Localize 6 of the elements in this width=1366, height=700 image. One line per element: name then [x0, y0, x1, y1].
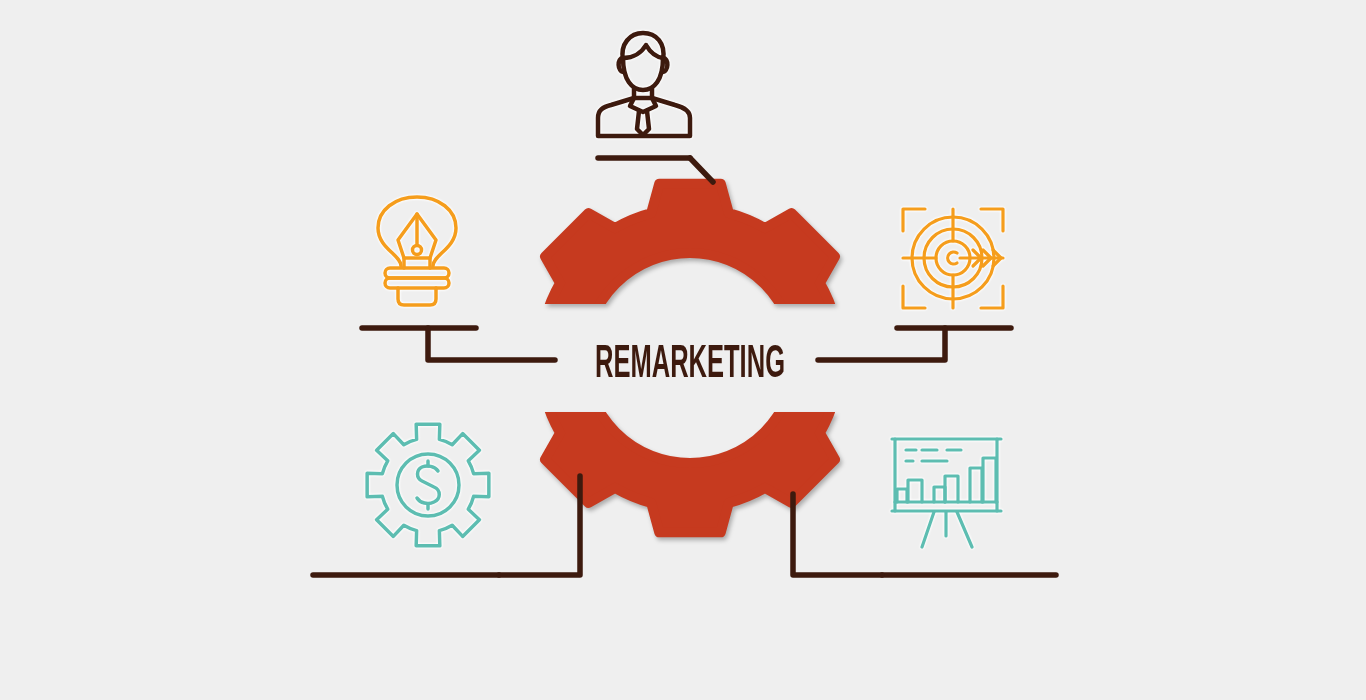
connector-line — [496, 473, 583, 578]
connector-line — [425, 325, 558, 363]
connector-line — [815, 325, 948, 363]
connector-line — [687, 155, 716, 185]
center-title: REMARKETING — [595, 336, 785, 384]
connector-line — [790, 491, 885, 578]
